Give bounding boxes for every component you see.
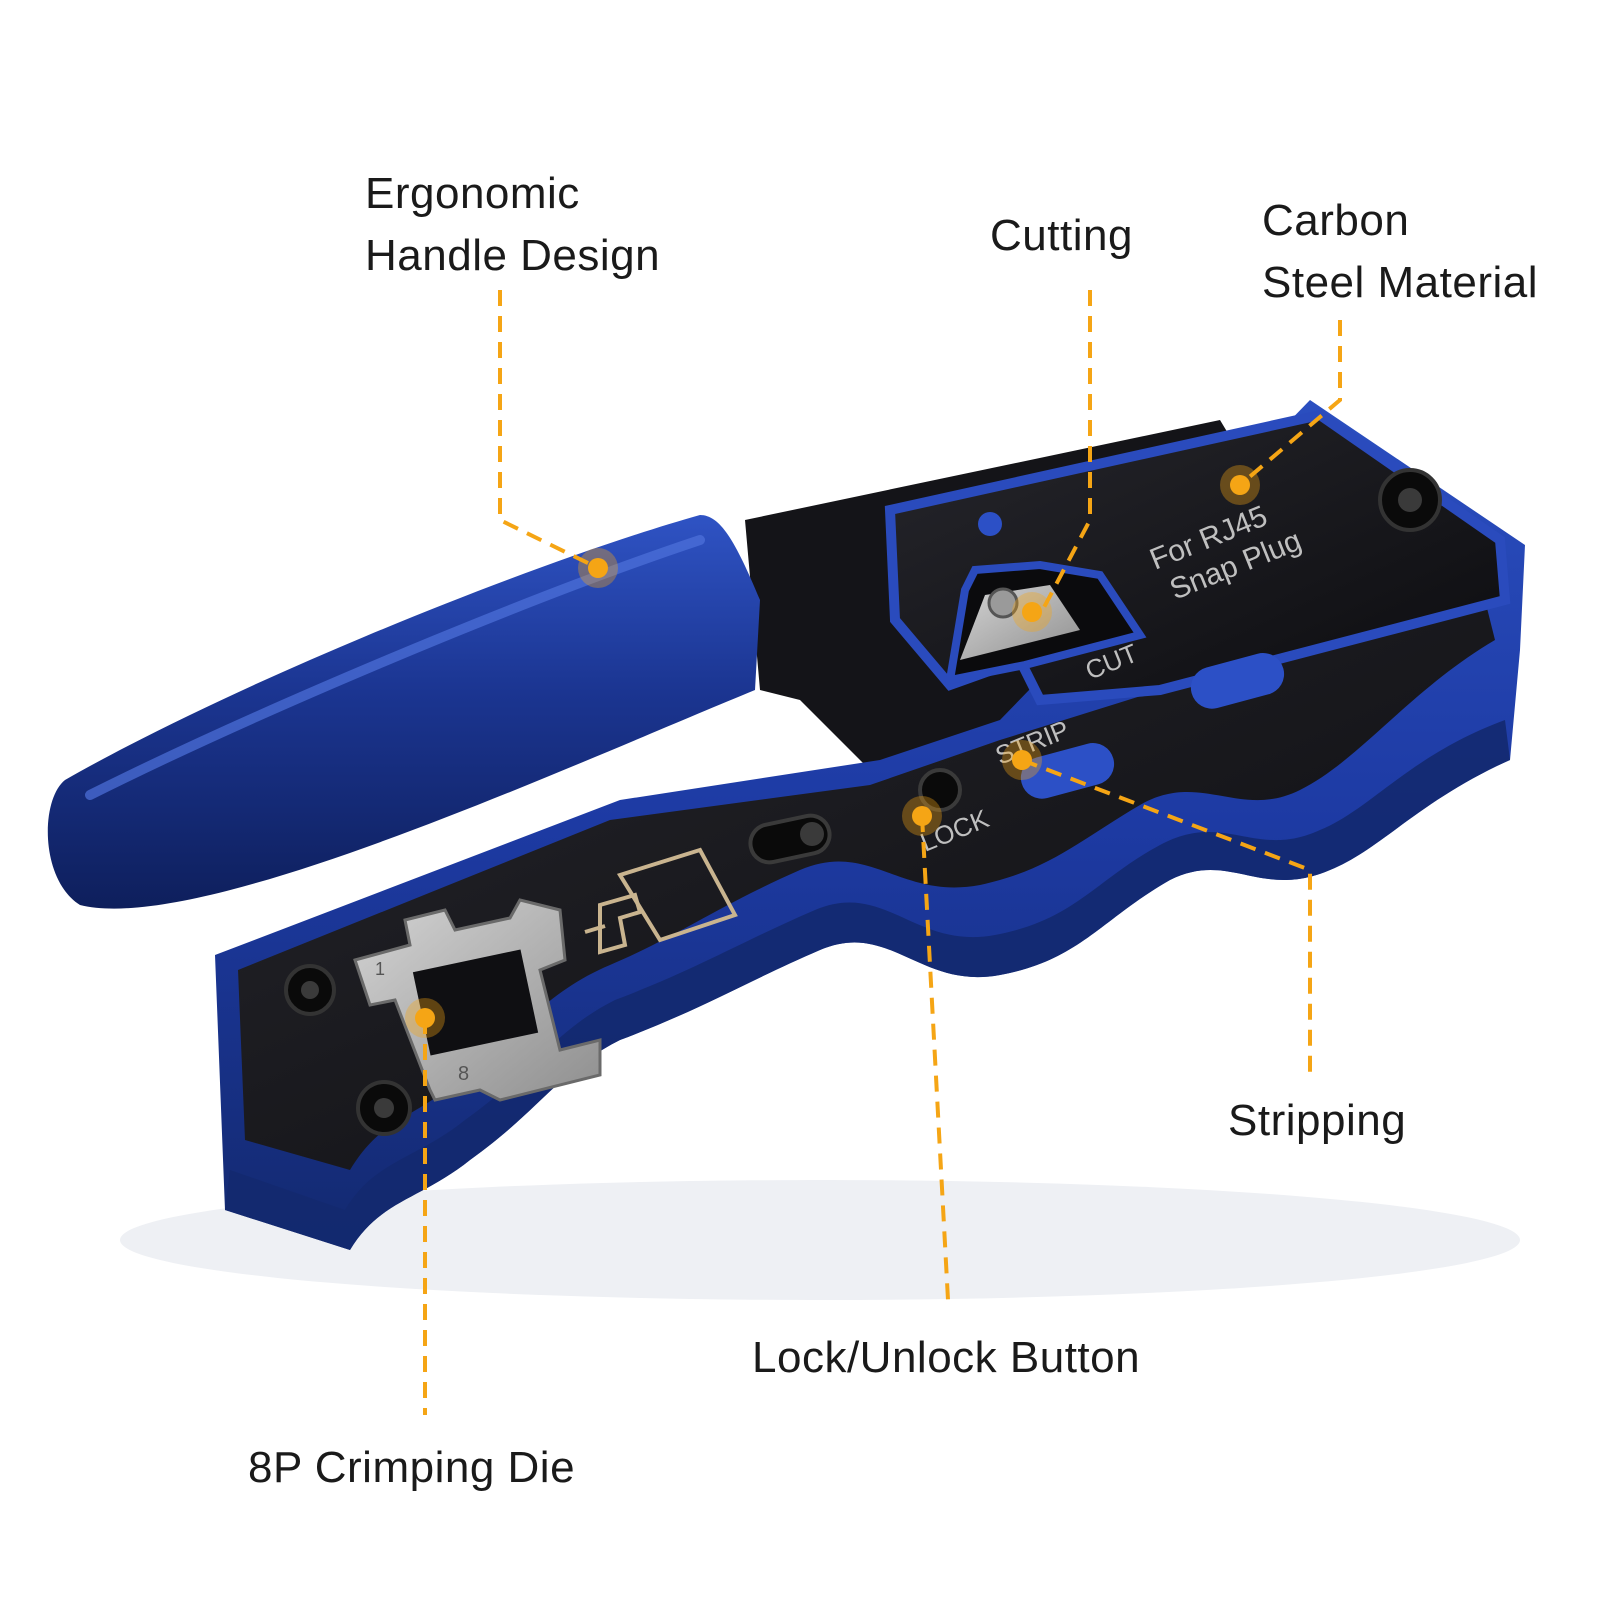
die-mark-bottom: 8 xyxy=(458,1063,469,1085)
indicator-dot xyxy=(978,512,1002,536)
callout-lock-button: Lock/Unlock Button xyxy=(752,1327,1140,1389)
strip-oval xyxy=(1020,743,1115,799)
leader-ergonomic xyxy=(498,290,599,570)
screw-left-bottom xyxy=(356,1080,412,1136)
leader-carbon xyxy=(1238,320,1342,487)
die-mark-top: 1 xyxy=(375,959,385,979)
callout-ergonomic-line2: Handle Design xyxy=(365,231,661,280)
rj45-connector-icon xyxy=(584,847,738,955)
callout-cutting: Cutting xyxy=(990,205,1133,267)
callout-crimping-die: 8P Crimping Die xyxy=(248,1437,575,1499)
callout-carbon-line2: Steel Material xyxy=(1262,258,1539,307)
leader-lock xyxy=(920,815,950,1301)
cut-oval xyxy=(1190,653,1285,709)
callout-ergonomic-line1: Ergonomic xyxy=(365,169,580,218)
handle-grip xyxy=(47,515,760,909)
callout-stripping: Stripping xyxy=(1228,1090,1406,1152)
callout-stripping-label: Stripping xyxy=(1228,1096,1407,1145)
callout-carbon-steel: Carbon Steel Material xyxy=(1262,190,1538,314)
callout-cutting-label: Cutting xyxy=(990,211,1133,260)
callout-ergonomic-handle: Ergonomic Handle Design xyxy=(365,163,660,287)
callout-lock-label: Lock/Unlock Button xyxy=(752,1333,1141,1382)
lock-slide-switch xyxy=(748,813,832,865)
blade-screw xyxy=(987,587,1019,619)
leader-stripping xyxy=(1021,758,1312,1075)
screw-top-right xyxy=(1378,468,1442,532)
callout-die-label: 8P Crimping Die xyxy=(248,1443,576,1492)
face-plate-lower xyxy=(238,580,1495,1170)
handle-highlight xyxy=(85,535,705,800)
crimping-die: 1 8 xyxy=(353,898,602,1102)
leader-cutting xyxy=(1038,290,1092,616)
tool-shadow xyxy=(120,1180,1520,1300)
lock-button xyxy=(918,768,962,812)
callout-carbon-line1: Carbon xyxy=(1262,196,1410,245)
screw-left-top xyxy=(284,964,336,1016)
tool-body-side xyxy=(225,720,1510,1250)
callout-markers xyxy=(405,465,1260,1038)
